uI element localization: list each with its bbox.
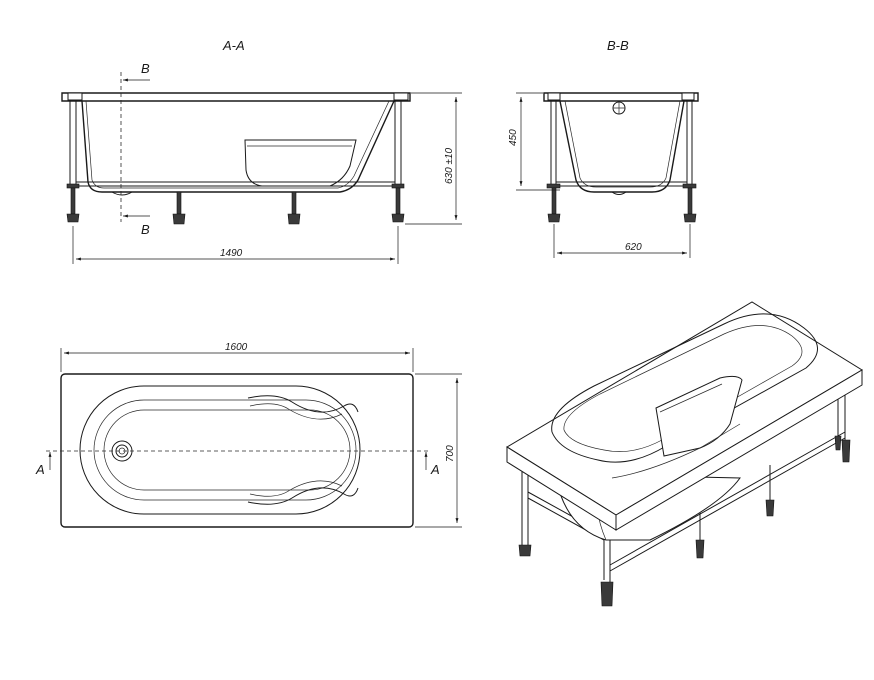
cut-marker-a-left: A xyxy=(35,462,45,477)
isometric-view xyxy=(506,301,863,607)
height-dim-630: 630 ±10 xyxy=(444,147,455,184)
section-b-b-view: B-B 450 620 xyxy=(508,38,699,258)
height-dim-450: 450 xyxy=(508,129,519,146)
width-dim-620: 620 xyxy=(625,242,642,253)
cut-marker-a-right: A xyxy=(430,462,440,477)
iso-feet xyxy=(518,435,851,607)
width-dim-1490: 1490 xyxy=(220,248,243,259)
section-b-b-title: B-B xyxy=(607,38,629,53)
cut-marker-b-top: B xyxy=(141,61,150,76)
width-dim-700: 700 xyxy=(445,445,456,462)
section-a-a-title: A-A xyxy=(222,38,245,53)
length-dim-1600: 1600 xyxy=(225,342,248,353)
section-a-a-view: A-A B B 630 ±10 xyxy=(61,38,462,264)
cut-marker-b-bottom: B xyxy=(141,222,150,237)
top-view: A A 1600 700 xyxy=(35,342,462,528)
